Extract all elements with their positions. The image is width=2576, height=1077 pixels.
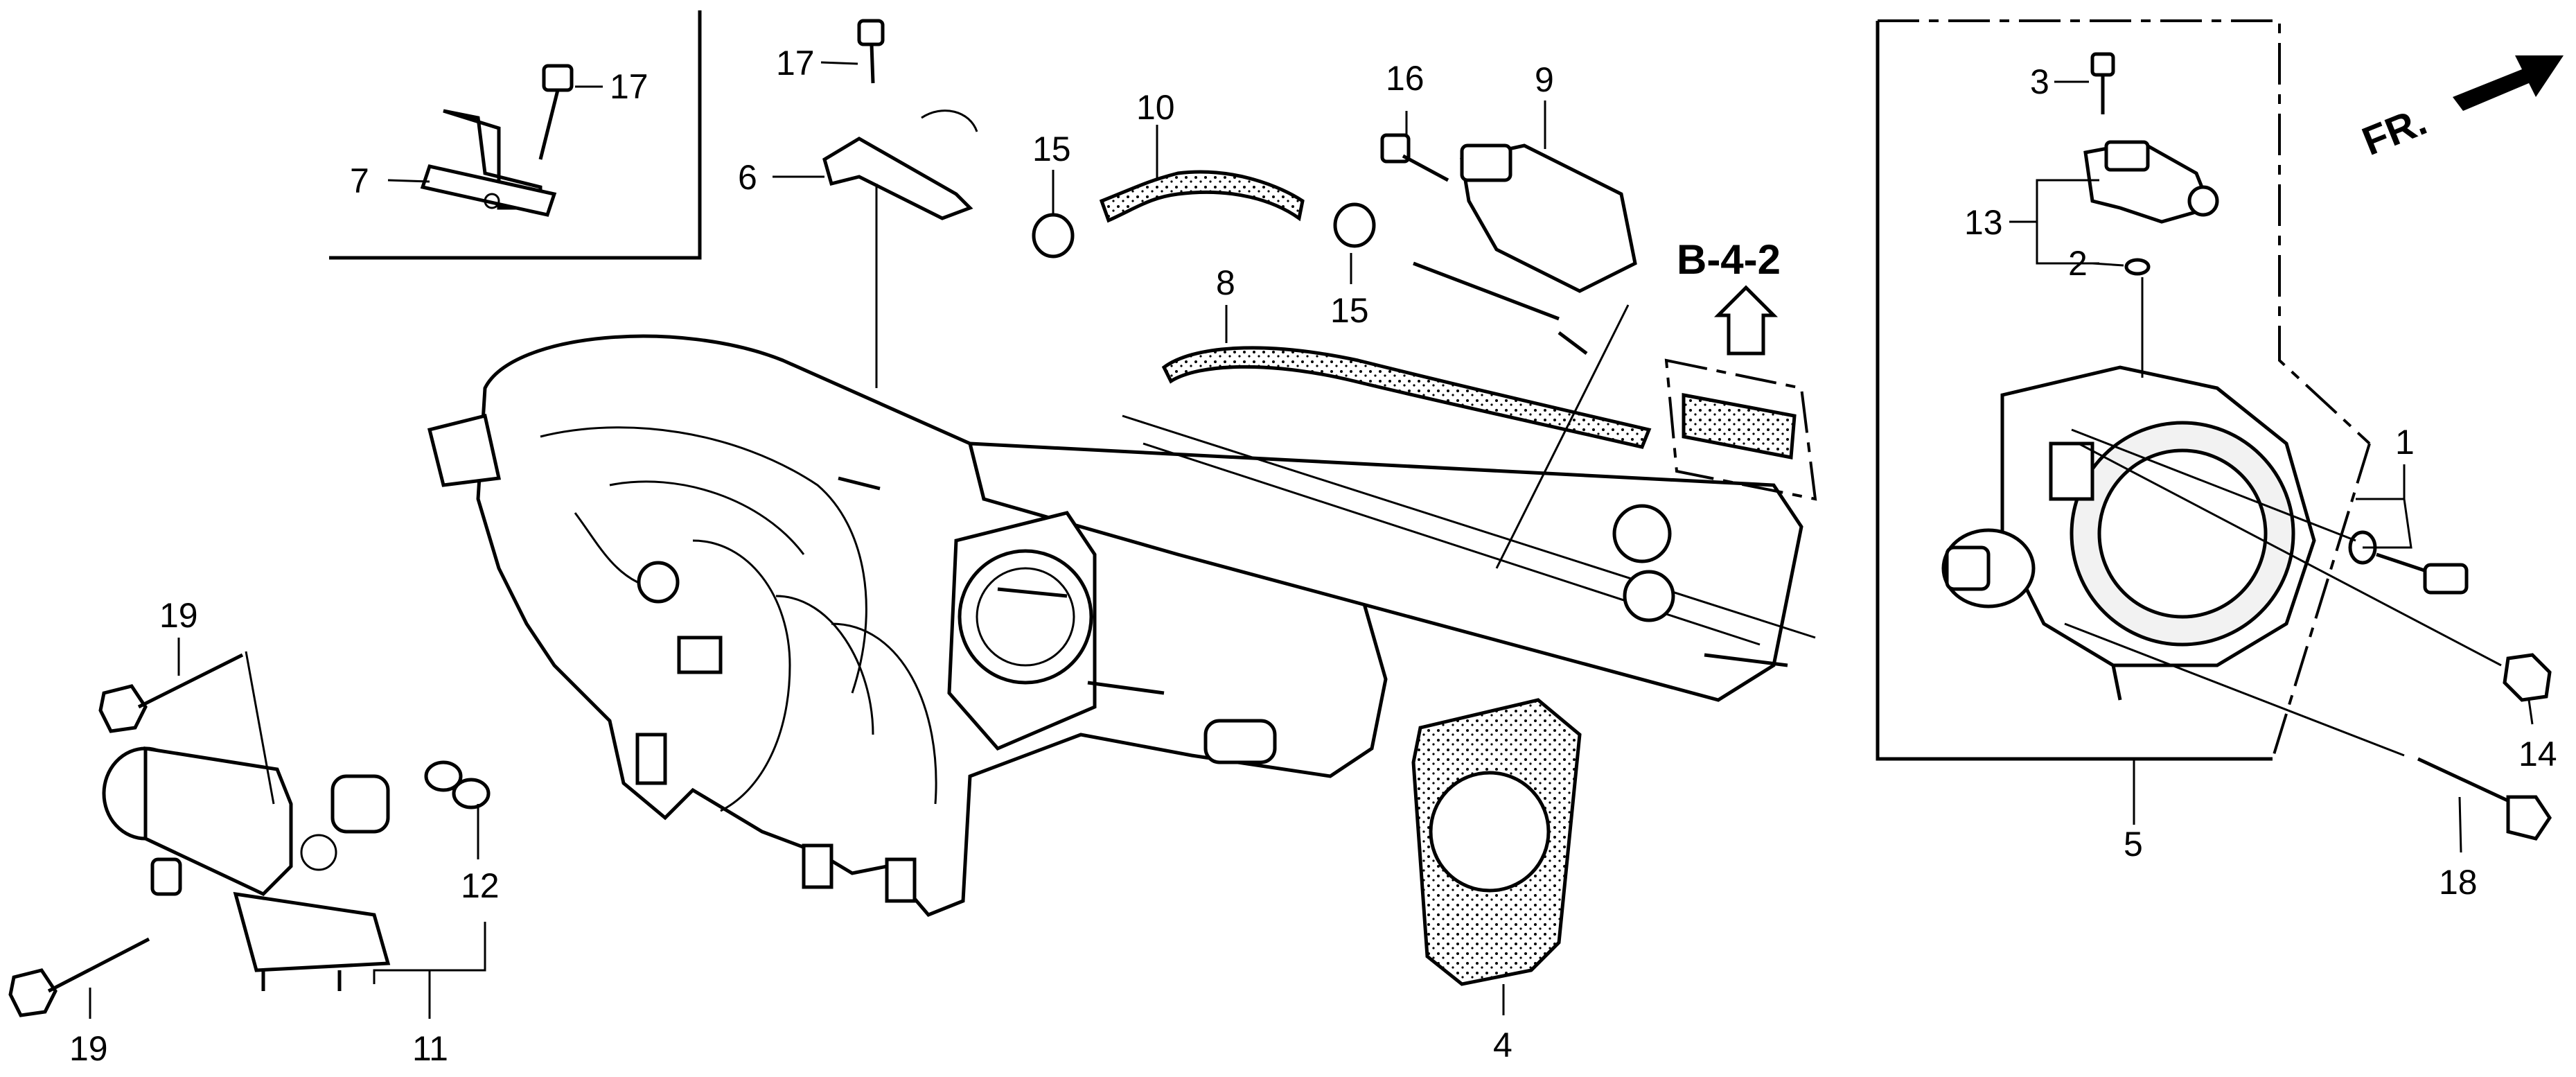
- leader-14: [2528, 699, 2534, 725]
- ref-arrow: [1713, 285, 1779, 356]
- ref-dashed-box: [1664, 358, 1817, 501]
- leader-17-upper: [820, 61, 858, 65]
- bolt-18: [2417, 757, 2552, 841]
- hose-10: [1099, 170, 1305, 223]
- leader-18: [2458, 796, 2462, 853]
- sensor-13: [2083, 140, 2219, 224]
- screw-1: [2348, 530, 2469, 595]
- o-ring-2: [2124, 258, 2151, 276]
- bolt-3: [2090, 52, 2115, 114]
- bolt-17-inset: [538, 64, 574, 160]
- callout-13: 13: [1964, 203, 2003, 242]
- hose-8: [1161, 346, 1652, 449]
- callout-11: 11: [412, 1029, 448, 1068]
- callout-3: 3: [2030, 62, 2049, 101]
- callout-1: 1: [2395, 423, 2415, 462]
- leader-1-box: [2356, 498, 2412, 549]
- bolt-17-upper: [857, 19, 885, 84]
- callout-16: 16: [1386, 59, 1424, 98]
- callout-6: 6: [738, 158, 757, 197]
- front-direction-arrow-icon: [2453, 55, 2564, 111]
- callout-19-lower: 19: [69, 1029, 108, 1068]
- inset-box: [329, 10, 702, 260]
- callout-18: 18: [2439, 863, 2478, 902]
- gasket-12: [424, 760, 491, 809]
- leader-18-diag: [2064, 622, 2405, 757]
- callout-14: 14: [2518, 735, 2557, 773]
- callout-7: 7: [350, 161, 369, 200]
- callout-9: 9: [1535, 60, 1554, 99]
- callout-4: 4: [1493, 1026, 1512, 1065]
- callout-10: 10: [1136, 88, 1175, 127]
- callout-8: 8: [1216, 263, 1235, 302]
- leader-14-diag: [2078, 442, 2502, 667]
- leader-ref: [1495, 304, 1630, 569]
- callout-15a: 15: [1032, 130, 1071, 168]
- intake-manifold: [427, 334, 1816, 917]
- bolt-16: [1380, 133, 1449, 182]
- bolt-19-upper: [98, 653, 244, 733]
- nut-14: [2503, 653, 2552, 702]
- callout-17-upper: 17: [776, 44, 815, 82]
- bracket-7: [420, 109, 557, 217]
- callout-19-upper: 19: [159, 596, 198, 635]
- front-direction-label: FR.: [2356, 98, 2433, 164]
- leader-13b: [2036, 222, 2099, 265]
- reference-b-4-2: B-4-2: [1677, 236, 1781, 283]
- bolt-19-lower: [8, 937, 150, 1017]
- tb-box: [1876, 19, 2371, 761]
- leader-7: [387, 179, 430, 183]
- clamp-15b: [1333, 202, 1376, 248]
- clamp-15a: [1032, 213, 1075, 259]
- callout-17-inset: 17: [610, 67, 649, 106]
- bracket-6: [822, 110, 978, 220]
- callout-12: 12: [461, 866, 500, 905]
- callout-2: 2: [2068, 244, 2088, 283]
- leader-2: [2092, 262, 2124, 267]
- sensor-9: [1413, 143, 1637, 355]
- leader-19-upper-diag: [245, 651, 275, 805]
- iac-valve-11: [102, 746, 391, 991]
- callout-5: 5: [2124, 825, 2143, 864]
- gasket-4: [1411, 698, 1582, 986]
- throttle-body: [1941, 365, 2316, 701]
- callout-15b: 15: [1330, 291, 1369, 330]
- leader-1-diag: [2071, 428, 2356, 542]
